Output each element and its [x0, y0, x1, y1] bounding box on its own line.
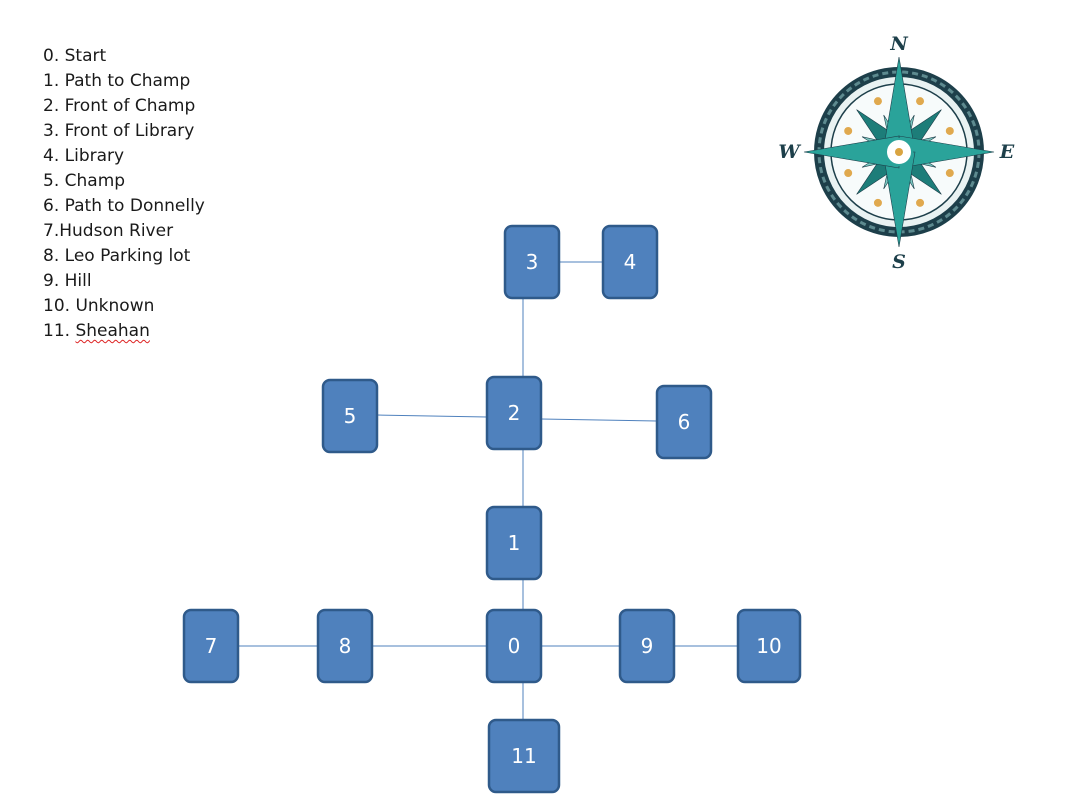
seahorse-ornament-icon [916, 198, 925, 207]
node-box [316, 608, 374, 684]
node-1: 1 [485, 505, 543, 581]
edge-2-5 [376, 414, 488, 418]
nodes-layer: 0 1 2 3 4 5 6 7 8 9 10 11 [182, 224, 802, 794]
node-10: 10 [736, 608, 802, 684]
node-box [485, 505, 543, 581]
edges-layer [238, 261, 738, 720]
node-0: 0 [485, 608, 543, 684]
node-label: 5 [344, 404, 357, 428]
node-box [618, 608, 676, 684]
node-label: 10 [756, 634, 781, 658]
node-label: 2 [508, 401, 521, 425]
node-label: 0 [508, 634, 521, 658]
seahorse-ornament-icon [844, 126, 853, 135]
legend-item: 10. Unknown [43, 296, 155, 316]
compass-west-label: W [778, 141, 801, 163]
seahorse-ornament-icon [945, 169, 954, 178]
node-3: 3 [503, 224, 561, 300]
legend-item: 3. Front of Library [43, 121, 195, 141]
compass-rose-icon: N S E W [778, 33, 1014, 273]
node-label: 1 [508, 531, 521, 555]
seahorse-ornament-icon [873, 198, 882, 207]
node-4: 4 [601, 224, 659, 300]
node-label: 8 [339, 634, 352, 658]
edge-2-6 [540, 418, 658, 422]
compass-south-label: S [892, 251, 906, 273]
node-box [182, 608, 240, 684]
node-box [485, 608, 543, 684]
node-8: 8 [316, 608, 374, 684]
node-label: 11 [511, 744, 536, 768]
node-box [601, 224, 659, 300]
seahorse-ornament-icon [945, 126, 954, 135]
node-2: 2 [485, 375, 543, 451]
legend-list: 0. Start 1. Path to Champ 2. Front of Ch… [43, 44, 205, 344]
node-11: 11 [487, 718, 561, 794]
legend-item: 4. Library [43, 146, 125, 166]
compass-north-label: N [889, 33, 908, 55]
legend-item: 11. Sheahan [43, 321, 150, 341]
seahorse-ornament-icon [873, 97, 882, 106]
node-box [655, 384, 713, 460]
legend-item: 5. Champ [43, 171, 126, 191]
legend-item: 6. Path to Donnelly [43, 196, 205, 216]
seahorse-ornament-icon [916, 97, 925, 106]
node-label: 6 [678, 410, 691, 434]
legend-item: 7.Hudson River [43, 221, 174, 241]
node-box [503, 224, 561, 300]
node-5: 5 [321, 378, 379, 454]
seahorse-ornament-icon [844, 169, 853, 178]
node-6: 6 [655, 384, 713, 460]
compass-east-label: E [999, 141, 1015, 163]
legend-item: 1. Path to Champ [43, 71, 191, 91]
legend-item: 0. Start [43, 46, 107, 66]
node-label: 3 [526, 250, 539, 274]
node-box [321, 378, 379, 454]
legend-item: 9. Hill [43, 271, 92, 291]
node-9: 9 [618, 608, 676, 684]
legend-item: 8. Leo Parking lot [43, 246, 191, 266]
legend-item: 2. Front of Champ [43, 96, 196, 116]
node-label: 7 [205, 634, 218, 658]
node-box [485, 375, 543, 451]
node-box [736, 608, 802, 684]
node-7: 7 [182, 608, 240, 684]
node-box [487, 718, 561, 794]
node-label: 4 [624, 250, 637, 274]
node-label: 9 [641, 634, 654, 658]
